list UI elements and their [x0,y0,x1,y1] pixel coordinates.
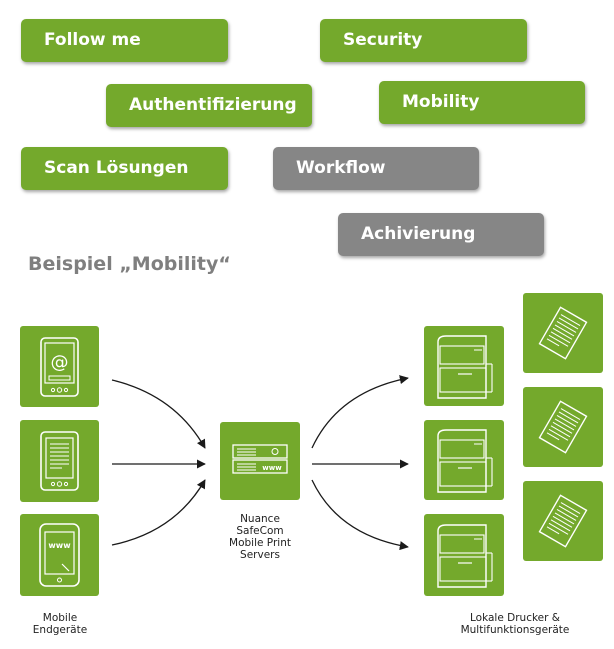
printer-icon [424,420,504,500]
smartphone-web-icon: www [20,514,99,596]
printer-icon [424,514,504,596]
tablet-email-icon: @ [20,326,99,407]
tag-achivierung: Achivierung [338,213,544,256]
server-caption-line: SafeCom [236,525,284,537]
tag-follow-me: Follow me [21,19,228,62]
tag-security: Security [320,19,527,62]
document-icon [523,387,603,467]
devices-caption: Mobile Endgeräte [0,612,120,636]
devices-caption-line: Mobile [42,612,78,624]
tag-scan-loesungen: Scan Lösungen [21,147,228,190]
document-icon [523,293,603,373]
arrow-server-to-printer3 [311,479,409,551]
devices-caption-line: Endgeräte [32,624,88,636]
ebook-reader-icon [20,420,99,502]
arrow-server-to-printer1 [311,375,409,449]
arrow-device3-to-server [111,479,206,546]
printers-caption-line: Multifunktionsgeräte [460,624,570,636]
tag-mobility: Mobility [379,81,585,124]
svg-text:www: www [48,541,71,550]
server-caption-line: Nuance [240,513,280,525]
printers-caption: Lokale Drucker & Multifunktionsgeräte [440,612,590,636]
printers-caption-line: Lokale Drucker & [470,612,560,624]
svg-text:@: @ [51,352,69,373]
print-server-icon: www [220,422,300,500]
tag-authentifizierung: Authentifizierung [106,84,312,127]
svg-text:www: www [262,464,282,472]
server-caption: Nuance SafeCom Mobile Print Servers [200,513,320,561]
arrow-device1-to-server [111,379,206,449]
section-title: Beispiel „Mobility“ [28,253,231,275]
server-caption-line: Servers [240,549,280,561]
printer-icon [424,326,504,406]
tag-workflow: Workflow [273,147,479,190]
server-caption-line: Mobile Print [229,537,291,549]
document-icon [523,481,603,561]
